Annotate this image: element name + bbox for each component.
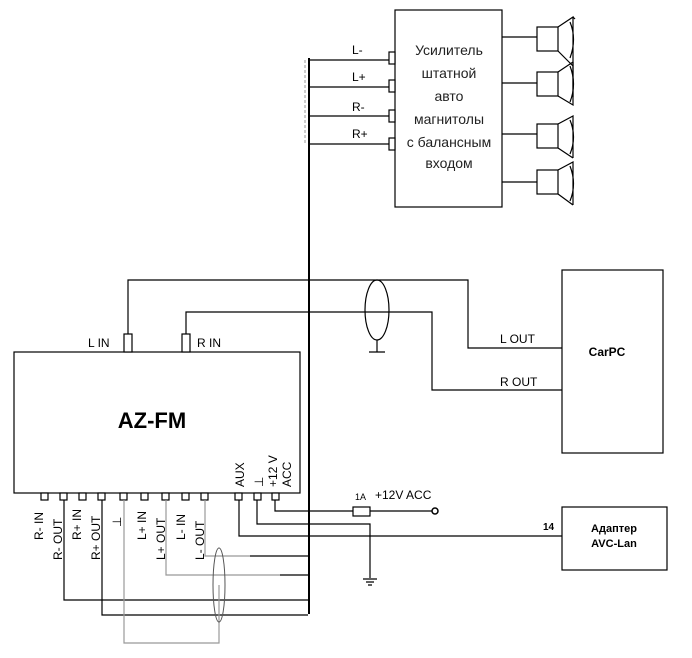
amp-line-1: Усилитель bbox=[415, 42, 483, 58]
amp-input-l-plus: L+ bbox=[352, 70, 366, 84]
amp-input-r-minus: R- bbox=[352, 100, 365, 114]
amp-line-3: авто bbox=[435, 88, 464, 104]
pin-r-plus-in: R+ IN bbox=[70, 509, 84, 540]
carpc-title: CarPC bbox=[589, 345, 626, 359]
pin-aux: AUX bbox=[233, 462, 247, 487]
pin-l-minus-in: L- IN bbox=[174, 514, 188, 540]
r-out-label: R OUT bbox=[500, 375, 538, 389]
adapter-line-1: Адаптер bbox=[591, 523, 637, 535]
speaker-icon bbox=[536, 115, 575, 159]
pin-r-minus-out: R- OUT bbox=[51, 518, 65, 560]
wire-14-label: 14 bbox=[543, 522, 555, 533]
shield-ellipse bbox=[212, 547, 226, 623]
pin-acc: ACC bbox=[280, 461, 294, 487]
adapter-block bbox=[561, 506, 668, 571]
amp-line-6: входом bbox=[425, 155, 472, 171]
pin-12v: +12 V bbox=[266, 455, 280, 487]
pin-r-plus-out: R+ OUT bbox=[89, 515, 103, 560]
pin-ground: ⊥ bbox=[110, 517, 124, 527]
power-label: +12V ACC bbox=[375, 488, 432, 502]
speakers bbox=[502, 15, 576, 206]
amp-line-2: штатной bbox=[422, 65, 477, 81]
terminal-icon bbox=[431, 507, 439, 515]
speaker-icon bbox=[536, 15, 576, 97]
r-in-label: R IN bbox=[197, 336, 221, 350]
ground-icon bbox=[369, 340, 385, 353]
speaker-icon bbox=[536, 61, 575, 107]
azfm-block: AZ-FM L IN R IN bbox=[13, 333, 301, 494]
carpc-block bbox=[561, 269, 664, 454]
amp-input-r-plus: R+ bbox=[352, 127, 368, 141]
l-in-label: L IN bbox=[88, 336, 110, 350]
pin-r-minus-in: R- IN bbox=[32, 512, 46, 540]
adapter-line-2: AVC-Lan bbox=[591, 538, 637, 550]
ground-icon bbox=[363, 578, 377, 586]
pin-ground-2: ⊥ bbox=[252, 477, 266, 487]
pin-l-plus-in: L+ IN bbox=[135, 511, 149, 540]
pin-l-minus-out: L- OUT bbox=[193, 520, 207, 560]
amp-input-l-minus: L- bbox=[352, 43, 363, 57]
fuse-label: 1A bbox=[355, 492, 366, 502]
amp-line-4: магнитолы bbox=[414, 111, 484, 127]
speaker-icon bbox=[536, 161, 575, 206]
fuse-icon bbox=[352, 506, 371, 517]
azfm-title: AZ-FM bbox=[118, 408, 186, 433]
shield-ellipse bbox=[364, 279, 390, 341]
amp-line-5: с балансным bbox=[407, 134, 491, 150]
amplifier-block: Усилитель штатной авто магнитолы с балан… bbox=[388, 9, 503, 208]
azfm-bottom-pins bbox=[40, 492, 280, 501]
pin-l-plus-out: L+ OUT bbox=[154, 517, 168, 560]
l-out-label: L OUT bbox=[500, 332, 536, 346]
